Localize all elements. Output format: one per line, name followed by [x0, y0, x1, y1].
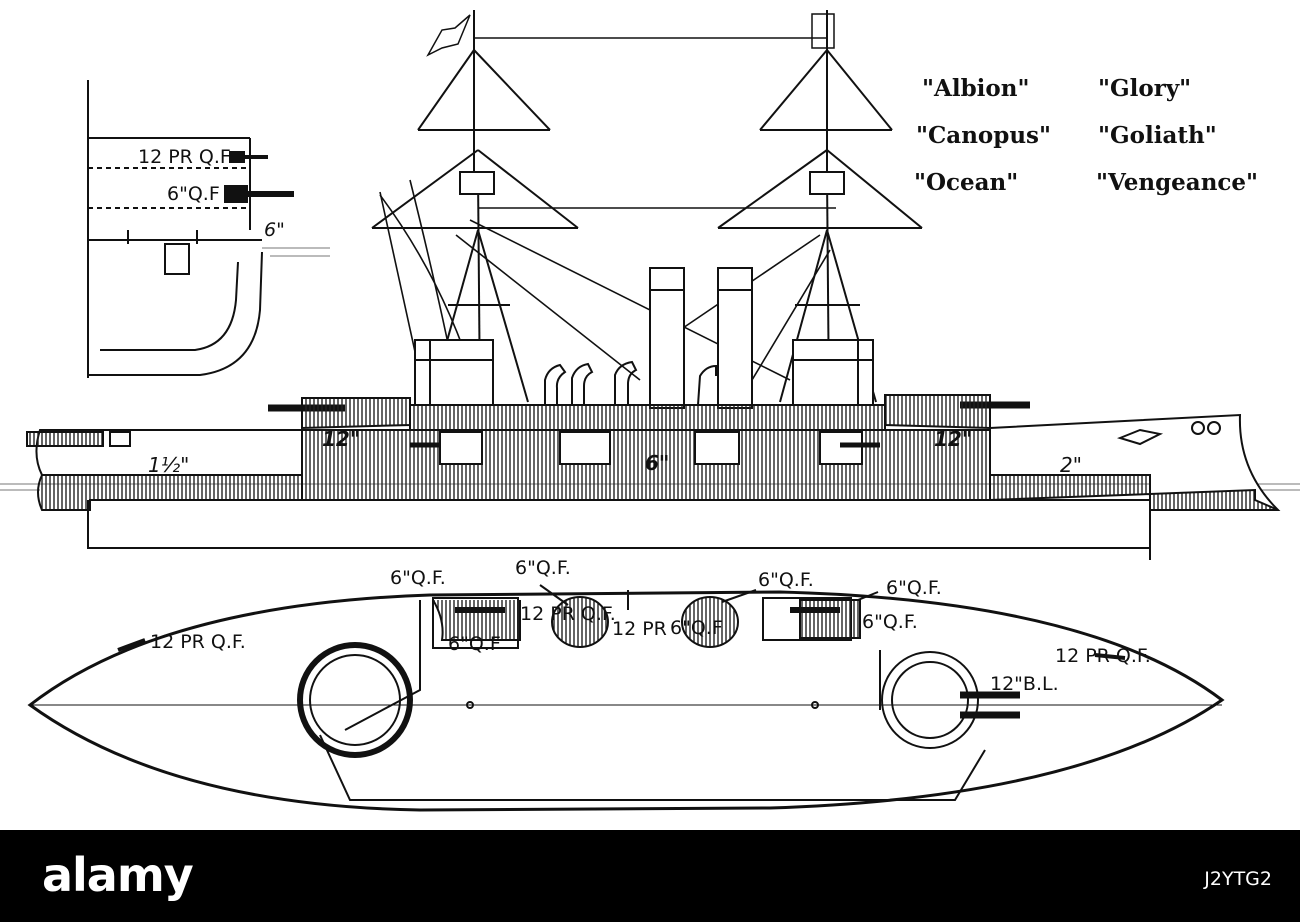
section-inset [87, 80, 294, 378]
profile-central-belt-label: 6" [645, 451, 669, 475]
profile-bow-belt-label: 1½" [148, 453, 189, 477]
plan-6in-qf-label-4: 6"Q.F. [886, 577, 942, 599]
battleship-plan-drawing: 12 PR Q.F. 6"Q.F 6" "Albion" "Glory" "Ca… [0, 10, 1300, 812]
ship-name-albion: "Albion" [922, 75, 1029, 102]
plan-6in-qf-label-2: 6"Q.F. [515, 557, 571, 579]
plan-12in-bl-label: 12"B.L. [990, 673, 1059, 695]
ship-name-glory: "Glory" [1098, 75, 1191, 102]
plan-6in-qf-label-7: 6"Q.F. [862, 611, 918, 633]
profile-hull [26, 394, 1281, 560]
plan-12pr-label-right: 12 PR Q.F. [1055, 645, 1151, 667]
ship-name-vengeance: "Vengeance" [1096, 169, 1258, 196]
plan-12pr-label-center: 12 PR [612, 618, 667, 640]
main-flag [811, 13, 835, 49]
profile-fwd-barbette-label: 12" [934, 427, 972, 451]
watermark-footer: alamy J2YTG2 [0, 830, 1300, 922]
watermark-brand: alamy [42, 848, 194, 902]
inset-armor-label: 6" [264, 219, 285, 241]
ship-name-ocean: "Ocean" [914, 169, 1018, 196]
fore-flag [426, 14, 471, 57]
profile-aft-barbette-label: 12" [322, 427, 360, 451]
plan-6in-qf-label-5: 6"Q.F [448, 633, 501, 655]
plan-6in-qf-label-3: 6"Q.F. [758, 569, 814, 591]
plan-6in-qf-label-6: 6"Q.F [670, 617, 723, 639]
plan-6in-qf-label-1: 6"Q.F. [390, 567, 446, 589]
plan-12pr-label-left: 12 PR Q.F. [150, 631, 246, 653]
ship-name-goliath: "Goliath" [1098, 122, 1217, 149]
plan-12pr-label-mid: 12 PR Q.F. [520, 603, 616, 625]
profile-stern-belt-label: 2" [1060, 453, 1082, 477]
inset-6in-gun-label: 6"Q.F [167, 183, 220, 205]
ship-names: "Albion" "Glory" "Canopus" "Goliath" "Oc… [914, 75, 1258, 196]
ship-name-canopus: "Canopus" [916, 122, 1051, 149]
superstructure [268, 267, 1030, 412]
stock-image-id: J2YTG2 [1204, 868, 1272, 890]
plan-view [27, 584, 1225, 812]
inset-12pr-label: 12 PR Q.F. [138, 146, 234, 168]
